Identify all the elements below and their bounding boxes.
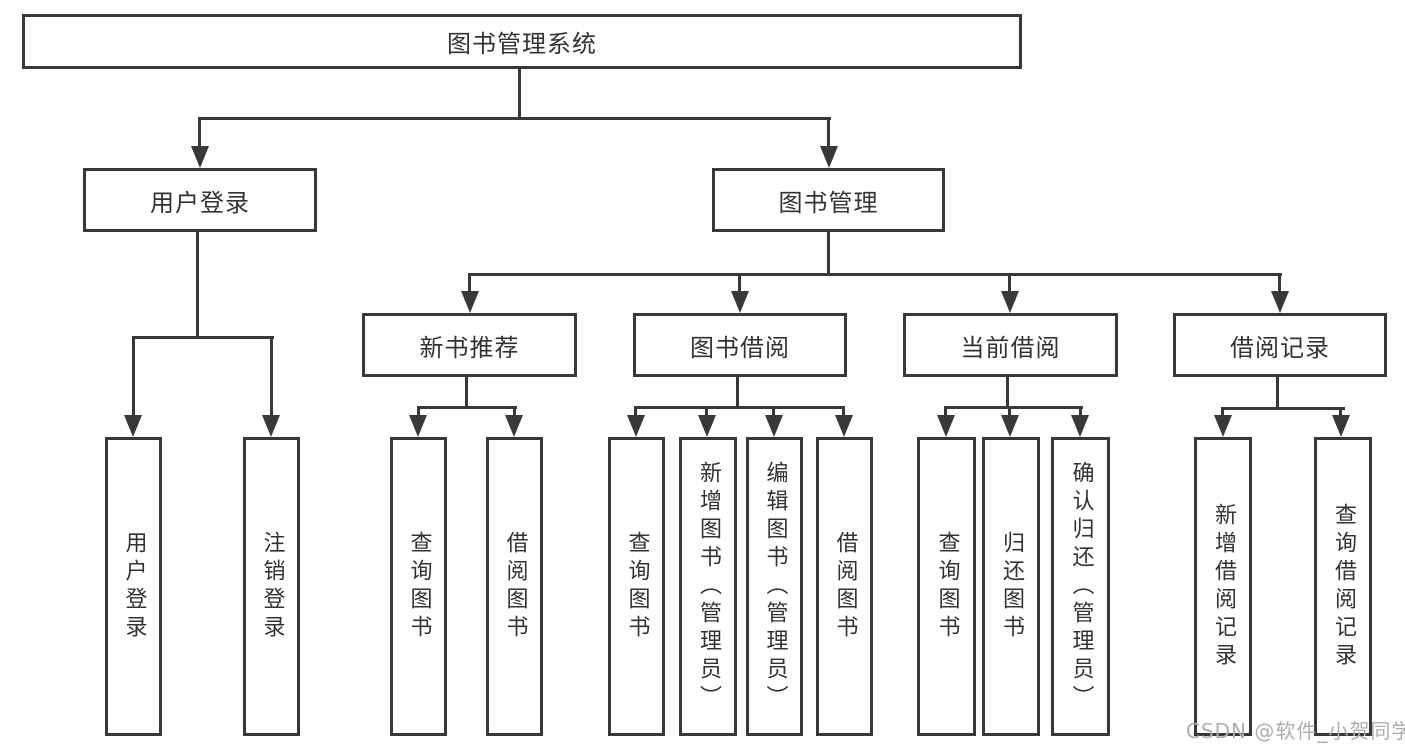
node-label: 借阅图书 bbox=[832, 530, 858, 643]
connector-line bbox=[465, 371, 468, 409]
node-label: 借阅记录 bbox=[1230, 333, 1330, 362]
arrow-head bbox=[765, 415, 783, 437]
connector-line bbox=[417, 406, 517, 409]
node-label: 确认归还（管理员） bbox=[1068, 460, 1094, 713]
connector-line bbox=[132, 336, 274, 339]
node-current-borrowing: 当前借阅 bbox=[903, 313, 1118, 377]
connector-line bbox=[132, 336, 135, 416]
arrow-head bbox=[1001, 291, 1019, 313]
arrow-head bbox=[1001, 415, 1019, 437]
leaf-query-books-borrowing: 查询图书 bbox=[608, 437, 665, 736]
connector-line bbox=[634, 406, 637, 417]
node-label: 新增图书（管理员） bbox=[696, 460, 721, 713]
connector-line bbox=[738, 273, 741, 293]
arrow-head bbox=[627, 415, 645, 437]
arrow-head bbox=[461, 291, 479, 313]
arrow-head bbox=[1332, 415, 1350, 437]
connector-line bbox=[1221, 407, 1345, 410]
connector-line bbox=[198, 117, 831, 120]
connector-line bbox=[417, 406, 420, 417]
node-label: 新书推荐 bbox=[419, 333, 520, 362]
connector-line bbox=[772, 406, 775, 417]
connector-line bbox=[1006, 371, 1009, 409]
csdn-watermark: CSDN @软件_小贺同学 bbox=[1186, 719, 1405, 743]
leaf-return-books: 归还图书 bbox=[982, 437, 1040, 736]
connector-line bbox=[1339, 407, 1342, 416]
connector-line bbox=[198, 117, 201, 148]
arrow-head bbox=[937, 415, 955, 437]
node-new-book-recommendation: 新书推荐 bbox=[362, 313, 577, 377]
arrow-head bbox=[191, 146, 209, 168]
connector-line bbox=[827, 232, 830, 276]
connector-line bbox=[705, 406, 708, 417]
leaf-query-books-current: 查询图书 bbox=[917, 437, 976, 736]
leaf-edit-book-admin: 编辑图书（管理员） bbox=[746, 437, 803, 736]
arrow-head bbox=[731, 291, 749, 313]
leaf-query-books-recommend: 查询图书 bbox=[390, 437, 447, 736]
connector-line bbox=[468, 273, 471, 293]
arrow-head bbox=[820, 146, 838, 168]
connector-line bbox=[634, 406, 845, 409]
leaf-confirm-return-admin: 确认归还（管理员） bbox=[1051, 437, 1110, 736]
node-label: 借阅图书 bbox=[502, 530, 528, 643]
node-label: 新增借阅记录 bbox=[1211, 502, 1236, 671]
node-label: 查询图书 bbox=[934, 530, 960, 643]
arrow-head bbox=[505, 415, 523, 437]
connector-line bbox=[270, 336, 273, 416]
arrow-head bbox=[1271, 291, 1289, 313]
connector-line bbox=[518, 69, 521, 119]
node-label: 用户登录 bbox=[150, 188, 250, 217]
node-label: 查询图书 bbox=[406, 530, 432, 643]
node-label: 图书管理系统 bbox=[447, 30, 597, 58]
connector-line bbox=[1008, 273, 1011, 293]
node-label: 归还图书 bbox=[999, 530, 1024, 643]
arrow-head bbox=[262, 415, 280, 437]
leaf-query-borrow-record: 查询借阅记录 bbox=[1314, 437, 1372, 736]
arrow-head bbox=[698, 415, 716, 437]
connector-line bbox=[196, 232, 199, 339]
node-book-management: 图书管理 bbox=[712, 168, 945, 232]
connector-line bbox=[513, 406, 516, 417]
leaf-logout: 注销登录 bbox=[243, 437, 300, 736]
connector-line bbox=[1079, 406, 1082, 417]
node-label: 查询图书 bbox=[624, 530, 650, 643]
node-label: 查询借阅记录 bbox=[1331, 502, 1356, 671]
node-borrowing-records: 借阅记录 bbox=[1173, 313, 1387, 377]
arrow-head bbox=[835, 415, 853, 437]
connector-line bbox=[1278, 273, 1281, 293]
leaf-add-book-admin: 新增图书（管理员） bbox=[679, 437, 737, 736]
arrow-head bbox=[124, 415, 142, 437]
leaf-user-login: 用户登录 bbox=[105, 437, 162, 736]
node-label: 图书管理 bbox=[778, 188, 879, 217]
node-book-borrowing: 图书借阅 bbox=[633, 313, 847, 377]
node-label: 图书借阅 bbox=[690, 333, 790, 362]
connector-line bbox=[944, 406, 1083, 409]
connector-line bbox=[1221, 407, 1224, 416]
node-user-login: 用户登录 bbox=[83, 168, 317, 232]
node-library-management-system: 图书管理系统 bbox=[22, 14, 1022, 69]
node-label: 用户登录 bbox=[121, 530, 147, 643]
connector-line bbox=[1276, 371, 1279, 410]
leaf-borrow-books: 借阅图书 bbox=[816, 437, 873, 736]
node-label: 注销登录 bbox=[259, 530, 285, 643]
arrow-head bbox=[1071, 415, 1089, 437]
connector-line bbox=[944, 406, 947, 417]
connector-line bbox=[827, 117, 830, 148]
connector-line bbox=[842, 406, 845, 417]
connector-line bbox=[1008, 406, 1011, 417]
node-label: 当前借阅 bbox=[960, 333, 1061, 362]
connector-line bbox=[468, 273, 1282, 276]
arrow-head bbox=[409, 415, 427, 437]
arrow-head bbox=[1214, 415, 1232, 437]
node-label: 编辑图书（管理员） bbox=[762, 460, 788, 713]
leaf-borrow-books-recommend: 借阅图书 bbox=[486, 437, 543, 736]
connector-line bbox=[736, 371, 739, 409]
leaf-add-borrow-record: 新增借阅记录 bbox=[1194, 437, 1252, 736]
